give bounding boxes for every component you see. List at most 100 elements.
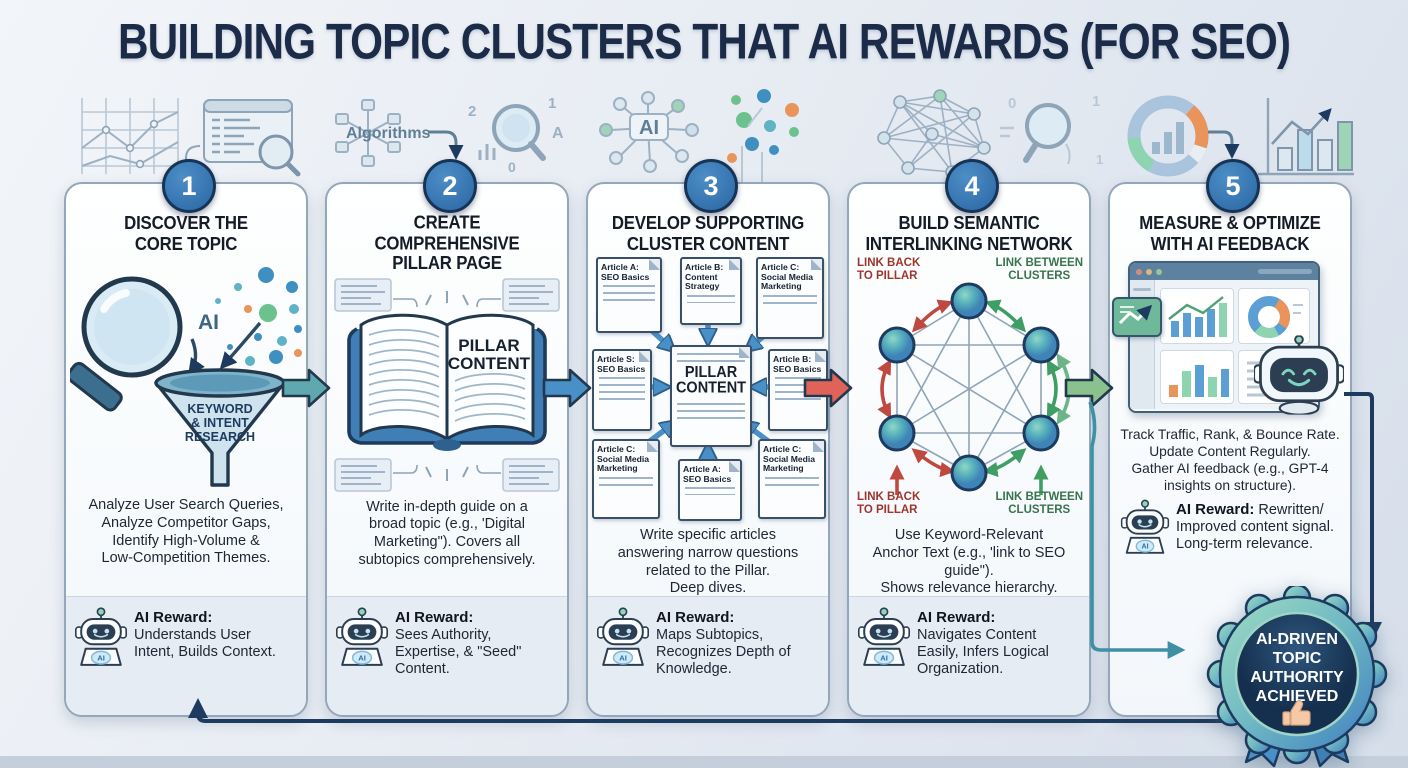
article-doc: Article A: SEO Basics [678, 459, 742, 522]
article-doc: Article C: Social Media Marketing [592, 439, 660, 520]
doc-lines [599, 477, 653, 488]
link-back-label-bottom: LINK BACK TO PILLAR [857, 491, 921, 516]
ai-reward-section: AI Reward: Rewritten/ Improved content s… [1110, 495, 1350, 555]
link-between-label-bottom: LINK BETWEEN CLUSTERS [995, 491, 1083, 516]
ai-reward-section: AI Reward:Understands User Intent, Build… [66, 596, 306, 715]
step-card-3: 3 DEVELOP SUPPORTING CLUSTER CONTENT Art… [586, 159, 830, 717]
ai-reward-label: AI Reward: [1176, 500, 1255, 518]
step-description: Write in-depth guide on a broad topic (e… [358, 498, 536, 568]
algorithms-label: Algorithms [346, 125, 431, 142]
authority-badge: AI-DRIVEN TOPIC AUTHORITY ACHIEVED [1206, 586, 1388, 768]
code-window-magnifier-icon [185, 99, 301, 177]
step-number-badge: 2 [423, 159, 477, 213]
ai-reward-section: AI Reward:Sees Authority, Expertise, & "… [327, 596, 567, 715]
link-back-arrows [877, 299, 956, 496]
step-card-2: 2 CREATE COMPREHENSIVE PILLAR PAGE [325, 159, 569, 717]
badge-line3: AUTHORITY [1250, 669, 1344, 686]
step-number: 1 [181, 170, 197, 201]
book-label-line2: CONTENT [448, 354, 531, 373]
step-number-badge: 4 [945, 159, 999, 213]
step-number: 2 [442, 170, 458, 201]
step-number: 3 [703, 170, 719, 201]
ai-reward-body: Maps Subtopics, Recognizes Depth of Know… [656, 626, 791, 677]
article-doc-label: Article B: Content Strategy [685, 262, 724, 292]
funnel-label: KEYWORD & INTENT RESEARCH [185, 402, 255, 444]
window-dot [1156, 268, 1162, 275]
step-description: Track Traffic, Rank, & Bounce Rate. Upda… [1120, 427, 1340, 493]
corner-doc-icons [334, 277, 560, 492]
step-title: MEASURE & OPTIMIZE WITH AI FEEDBACK [1139, 211, 1321, 254]
doc-lines [599, 377, 645, 402]
step-title: CREATE COMPREHENSIVE PILLAR PAGE [374, 211, 520, 274]
pillar-doc-label: PILLAR CONTENT [675, 364, 747, 398]
ai-reward-body: Navigates Content Easily, Infers Logical… [917, 626, 1049, 677]
browser-header [1130, 263, 1318, 281]
ai-reward-text: AI Reward: Rewritten/ Improved content s… [1176, 501, 1334, 553]
data-dots [215, 267, 302, 367]
open-book-icon [347, 313, 547, 451]
doc-lines [677, 402, 745, 419]
svg-text:1: 1 [1096, 152, 1103, 167]
doc-lines [603, 285, 655, 304]
ai-hub-label: AI [639, 117, 659, 139]
window-dot [1146, 268, 1152, 275]
line-chart-grid-icon [81, 98, 179, 174]
ai-hub-icon: AI [599, 91, 699, 173]
link-between-label-top: LINK BETWEEN CLUSTERS [995, 257, 1083, 282]
article-doc: Article A: SEO Basics [596, 257, 662, 334]
step-card-1: 1 DISCOVER THE CORE TOPIC [64, 159, 308, 717]
keyword-funnel-illustration: AI KEYWORD & INTENT RESEARCH [66, 267, 302, 487]
pillar-book-illustration: PILLAR CONTENT [334, 277, 560, 492]
step-card-4: 4 BUILD SEMANTIC INTERLINKING NETWORK LI… [847, 159, 1091, 717]
article-doc-label: Article C: Social Media Marketing [763, 444, 816, 474]
doc-lines [677, 353, 745, 364]
doc-lines [765, 477, 819, 488]
robot-icon [857, 607, 911, 667]
svg-text:2: 2 [468, 103, 476, 120]
article-doc-label: Article S: SEO Basics [597, 354, 646, 374]
badge-line2: TOPIC [1273, 650, 1322, 667]
doc-lines [775, 377, 821, 402]
svg-text:1: 1 [1092, 93, 1100, 110]
svg-text:A: A [552, 125, 564, 142]
ai-reward-label: AI Reward: [656, 609, 735, 626]
funnel-label-line3: RESEARCH [185, 430, 255, 444]
sparkle-marks [425, 290, 469, 481]
search-letters-magnifier-icon: 2 1 A 0 [468, 95, 564, 175]
step4-visual: LINK BACK TO PILLAR LINK BETWEEN CLUSTER… [853, 257, 1085, 519]
window-dot [1136, 268, 1142, 275]
article-doc-label: Article C: Social Media Marketing [761, 262, 814, 292]
step3-visual: Article A: SEO Basics Article B: Content… [592, 257, 828, 522]
ai-reward-text: AI Reward:Understands User Intent, Build… [134, 609, 276, 661]
article-doc: Article B: Content Strategy [680, 257, 742, 326]
step-number-badge: 5 [1206, 159, 1260, 213]
step-title: DISCOVER THE CORE TOPIC [124, 211, 248, 254]
ai-label: AI [198, 311, 219, 334]
ai-reward-text: AI Reward:Sees Authority, Expertise, & "… [395, 609, 521, 678]
ai-reward-text: AI Reward:Navigates Content Easily, Infe… [917, 609, 1049, 678]
article-doc-label: Article A: SEO Basics [601, 262, 650, 282]
step5-visual [1112, 257, 1346, 419]
ai-reward-label: AI Reward: [134, 609, 213, 626]
article-doc: Article B: SEO Basics [768, 349, 828, 432]
robot-head-icon [1254, 335, 1344, 415]
svg-text:0: 0 [1008, 95, 1016, 112]
donut-chart-panel [1238, 288, 1310, 345]
doc-lines [687, 295, 735, 304]
growth-chart-badge-icon [1112, 297, 1162, 338]
svg-text:1: 1 [548, 95, 556, 112]
article-doc: Article C: Social Media Marketing [756, 257, 824, 340]
ai-reward-body: Rewritten/ Improved content signal. Long… [1176, 501, 1334, 552]
ai-reward-label: AI Reward: [917, 609, 996, 626]
robot-icon [74, 607, 128, 667]
badge-line1: AI-DRIVEN [1256, 631, 1338, 648]
funnel-label-line2: & INTENT [191, 416, 249, 430]
scatter-dots-icon [727, 89, 799, 182]
book-label: PILLAR CONTENT [448, 336, 531, 373]
doc-lines [763, 295, 817, 308]
ai-reward-label: AI Reward: [395, 609, 474, 626]
ai-reward-body: Sees Authority, Expertise, & "Seed" Cont… [395, 626, 522, 677]
ai-reward-section: AI Reward:Maps Subtopics, Recognizes Dep… [588, 596, 828, 715]
step-description: Use Keyword-Relevant Anchor Text (e.g., … [872, 527, 1066, 597]
